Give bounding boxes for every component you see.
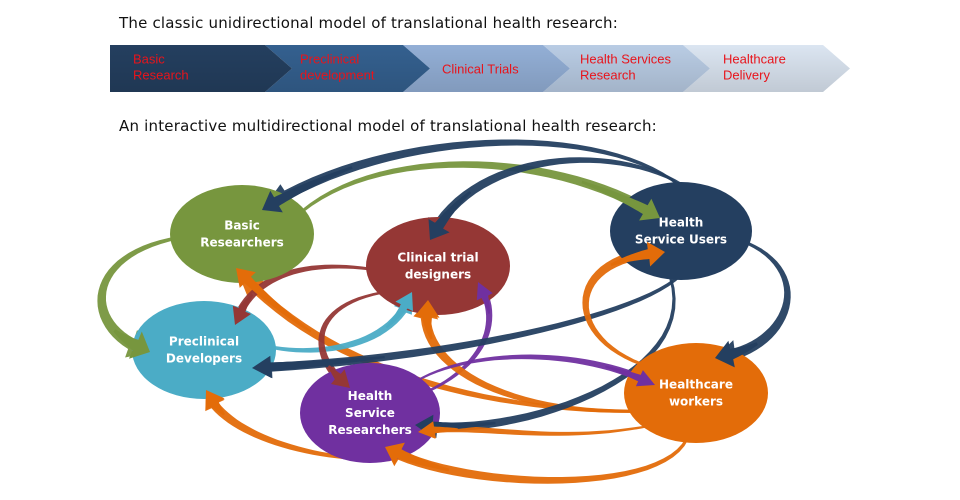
pipeline-stage-label: Preclinical (300, 52, 359, 67)
pipeline-stage-label: Delivery (723, 68, 770, 83)
arrowhead-clinical-to-preclinical (232, 293, 254, 325)
node-label: Preclinical (169, 335, 239, 349)
node-ellipse (132, 301, 276, 399)
node-label: Healthcare (659, 378, 733, 392)
heading-classic-model: The classic unidirectional model of tran… (119, 14, 619, 32)
node-label: designers (405, 268, 471, 282)
node-ellipse (170, 185, 314, 283)
node-label: Developers (166, 352, 242, 366)
arrowhead-preclinical-to-clinical (385, 292, 413, 329)
node-label: Basic (224, 219, 260, 233)
pipeline-stage-label: Health Services (580, 52, 672, 67)
arrow-users-to-workers (715, 238, 791, 367)
arrow-basic-to-preclinical (97, 234, 191, 358)
arrow-basic-to-users (284, 161, 660, 229)
arrow-workers-to-basic (236, 268, 691, 413)
arrow-hsr-to-workers (409, 354, 655, 386)
arrow-preclinical-to-clinical (234, 292, 412, 353)
arrowhead-users-to-clinical (428, 191, 472, 240)
node-ellipse (610, 182, 752, 280)
node-label: Service (345, 406, 395, 420)
arrowhead-hsr-to-preclinical (205, 390, 225, 416)
arrowhead-users-to-preclinical (252, 355, 385, 379)
chevron-shade (265, 45, 430, 92)
arrowhead-hsr-to-workers (605, 365, 655, 387)
arrow-hsr-to-preclinical (205, 390, 390, 462)
arrowhead-workers-to-users (610, 241, 665, 267)
arrowhead-basic-to-preclinical (113, 329, 150, 359)
arrowhead-clinical-to-hsr (328, 365, 350, 388)
node-label: Health (348, 389, 393, 403)
node-label: Clinical trial (397, 251, 478, 265)
node-label: Researchers (328, 423, 412, 437)
node-clinical-trial-designers: Clinical trial designers (366, 217, 510, 315)
arrowhead-basic-to-users (581, 180, 660, 221)
chevron-shade (110, 45, 292, 92)
arrowhead-workers-to-hsr (385, 442, 450, 472)
chevron-shade (683, 45, 850, 92)
arrow-users-to-clinical (428, 157, 691, 240)
pipeline-stage-label: Research (133, 68, 189, 83)
connection-arrows-front (113, 166, 758, 472)
heading-interactive-model: An interactive multidirectional model of… (119, 117, 657, 135)
arrowhead-hsr-to-clinical (476, 282, 493, 314)
arrow-workers-to-preclinical (418, 419, 676, 439)
arrowhead-workers-to-preclinical (418, 421, 458, 439)
node-ellipse (366, 217, 510, 315)
node-healthcare-workers: Healthcare workers (624, 343, 768, 443)
arrow-workers-to-hsr (385, 424, 692, 484)
chevron-shade (543, 45, 710, 92)
pipeline-stage-label: Research (580, 68, 636, 83)
arrow-workers-to-users (582, 241, 665, 372)
node-ellipse (300, 363, 440, 463)
pipeline-stage-label: Basic (133, 52, 165, 67)
pipeline-stage-label: Healthcare (723, 52, 786, 67)
pipeline-stage-label: Clinical Trials (442, 62, 519, 77)
arrowhead-workers-to-basic (236, 268, 312, 333)
arrowhead-users-to-workers (715, 340, 758, 368)
pipeline-stage-label: development (300, 68, 375, 83)
node-label: workers (669, 395, 723, 409)
pipeline-stage-clinical-trials: Clinical Trials (403, 45, 570, 92)
chevron-shade (403, 45, 570, 92)
arrow-clinical-to-preclinical (231, 264, 401, 325)
connection-arrows-back (97, 139, 791, 484)
node-label: Service Users (635, 233, 727, 247)
arrowhead-users-to-basic (262, 166, 353, 213)
arrowhead-workers-to-clinical (414, 300, 440, 340)
node-label: Researchers (200, 236, 284, 250)
node-ellipse (624, 343, 768, 443)
node-label: Health (659, 216, 704, 230)
arrowhead-users-to-hsr (415, 414, 496, 438)
